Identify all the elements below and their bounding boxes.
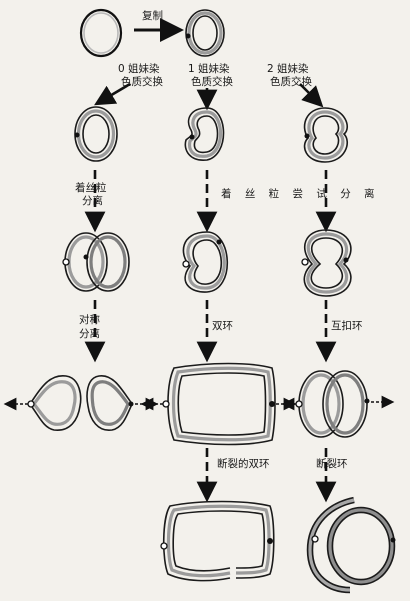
attach-label-line2: 分离 [82,194,103,207]
symmetric-label-line1: 对称 [79,313,100,326]
exchange-0-label-line2: 色质交换 [121,75,163,88]
exchange-1-label-line1: 1 姐妹染 [188,62,230,75]
replicated-ring [185,9,225,57]
double-ring-label: 双环 [212,320,233,332]
initial-ring [79,8,123,58]
ring-one-exchange [184,107,225,161]
replicate-label: 复制 [142,9,163,22]
interlocked-label: 互扣环 [331,319,363,332]
broken-double-ring [160,500,275,582]
exchange-2-label-line1: 2 姐妹染 [267,62,309,75]
symmetric-label-line2: 分离 [79,327,100,340]
arrow-to-exchange0 [94,82,131,106]
twisted-ring [301,229,352,297]
large-double-ring [140,362,297,446]
attach-attempt-label: 着 丝 粒 尝 试 分 离 [221,187,380,200]
two-separating-rings [62,232,130,292]
broken-ring-label: 断裂环 [316,457,348,470]
broken-single-ring [306,496,396,594]
ring-two-exchanges [303,107,349,163]
attach-label-line1: 着丝粒 [75,181,107,194]
ring-no-exchange [74,106,118,162]
exchange-1-label-line2: 色质交换 [191,75,233,88]
broken-double-label: 断裂的双环 [217,457,270,470]
exchange-2-label-line2: 色质交换 [270,75,312,88]
stretched-ring [182,231,229,293]
two-daughter-rings [3,375,159,431]
exchange-0-label-line1: 0 姐妹染 [118,62,160,75]
interlocked-rings [281,370,395,438]
arrow-to-exchange2 [299,83,324,108]
